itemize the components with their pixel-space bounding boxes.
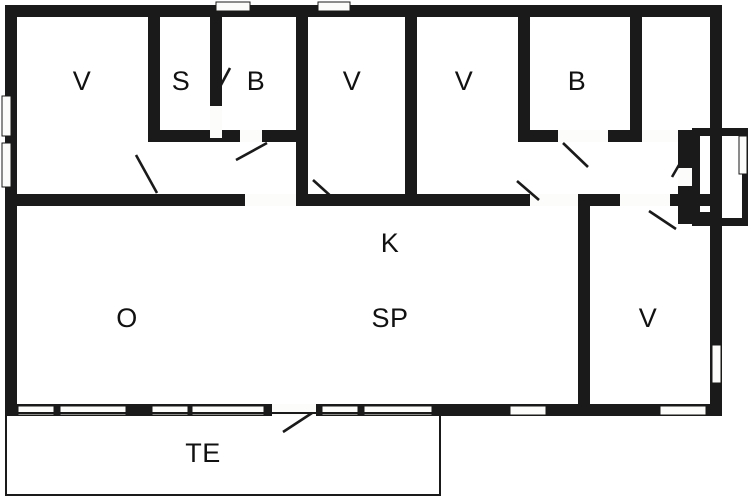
doorway-hall-right	[642, 130, 678, 142]
terrace-group	[5, 412, 441, 496]
room-label-b-room-right: B	[568, 66, 587, 96]
door-swing-terrace	[282, 411, 313, 434]
window-bottom-4	[191, 405, 265, 416]
wall-v1-door-stub	[148, 130, 160, 142]
door-swing-b-to-hall	[235, 141, 268, 162]
doorway-vmid2-hall	[558, 130, 608, 142]
window-bottom-6	[363, 405, 433, 416]
interior-fill-group	[210, 106, 692, 206]
wall-b-bottom	[262, 130, 308, 142]
wall-vmid2-right	[518, 5, 530, 138]
doorway-hall-left-1	[245, 194, 296, 206]
room-label-v-top-mid2: V	[455, 66, 474, 96]
room-label-te-terrace: TE	[185, 438, 221, 468]
wall-sp-right	[578, 194, 590, 404]
wall-vmid2-bottom-stub	[518, 130, 558, 142]
window-bottom-1	[17, 405, 55, 416]
door-swing-v-topleft	[134, 154, 159, 194]
door-swing-hall-v	[648, 209, 677, 231]
wall-bright-right	[630, 5, 642, 138]
room-labels-group: V S B V V B K O SP V TE	[73, 66, 658, 468]
doorway-hall-bottom-right	[620, 194, 670, 206]
room-label-o-room: O	[116, 303, 138, 333]
window-bottom-2	[59, 405, 127, 416]
wall-b-right	[296, 5, 308, 206]
doorway-s-b	[210, 106, 222, 138]
room-label-v-top-left: V	[73, 66, 92, 96]
doorway-entry-v	[678, 168, 692, 186]
door-swing-entry	[670, 145, 692, 178]
wall-s-bottom	[148, 130, 240, 142]
doorway-b-hall	[240, 130, 262, 142]
window-bottom-3	[151, 405, 189, 416]
doors-group	[134, 67, 692, 434]
wall-v1-right	[148, 5, 160, 142]
wall-vmid-right	[405, 5, 417, 206]
wall-group	[5, 5, 748, 416]
window-bottom-8	[659, 405, 707, 416]
room-label-v-bottom-right: V	[639, 303, 658, 333]
windows-group	[1, 1, 748, 416]
wall-bright-bottom-left-stub	[608, 130, 642, 142]
door-swing-v-mid	[312, 179, 335, 200]
wall-hall-bottom-left	[296, 194, 530, 206]
window-right-upper	[738, 135, 748, 175]
wall-s-right	[210, 5, 222, 137]
window-right-lower	[711, 344, 722, 384]
room-label-sp-room: SP	[371, 303, 408, 333]
wall-lower-block-outline	[5, 194, 722, 416]
window-top-1	[215, 1, 251, 12]
doorway-hall-left-2	[530, 194, 578, 206]
wall-upper-block-outline	[5, 5, 722, 206]
door-swing-v-mid2	[516, 180, 540, 201]
door-swing-s-to-b	[212, 67, 232, 99]
room-label-v-top-mid: V	[343, 66, 362, 96]
door-swing-b-right	[562, 142, 589, 168]
window-left-upper	[1, 95, 12, 137]
terrace-outline	[5, 412, 441, 496]
room-label-k-room: K	[381, 228, 400, 258]
window-bottom-7	[509, 405, 547, 416]
window-bottom-5	[321, 405, 359, 416]
room-label-s-room: S	[172, 66, 191, 96]
room-label-b-room-left: B	[247, 66, 266, 96]
window-left-lower	[1, 142, 12, 188]
window-top-2	[317, 1, 351, 12]
wall-hall-bottom-far-left	[5, 194, 245, 206]
